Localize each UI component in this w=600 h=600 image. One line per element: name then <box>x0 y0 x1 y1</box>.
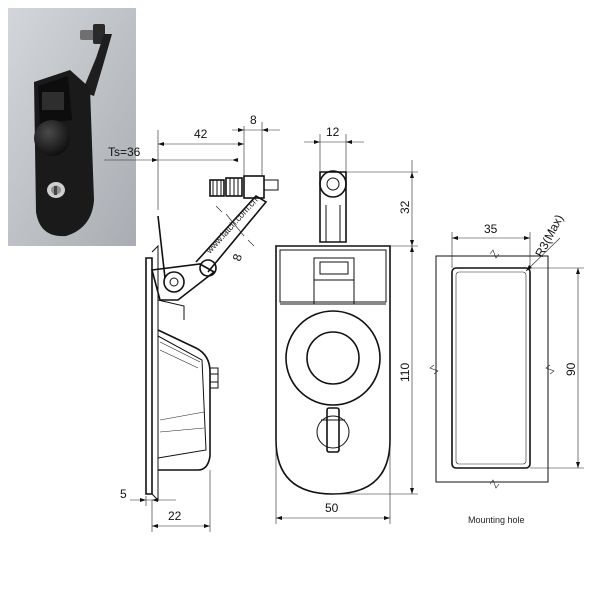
dim-8-angle: 8 <box>230 252 246 263</box>
side-view-dimensions: 42 8 Ts=36 8 5 22 <box>104 113 280 532</box>
engraving-text: www.latch.com.cn <box>203 195 259 256</box>
dim-90: 90 <box>564 362 578 376</box>
dim-22: 22 <box>168 509 182 523</box>
dim-35: 35 <box>484 222 498 236</box>
dim-8-top: 8 <box>250 113 257 127</box>
dim-12: 12 <box>326 125 340 139</box>
side-view: www.latch.com.cn <box>145 175 279 502</box>
dim-32: 32 <box>398 200 412 214</box>
mounting-hole-dimensions: 35 R3(Max) 90 Mounting hole <box>451 212 584 525</box>
mounting-hole-caption: Mounting hole <box>468 515 525 525</box>
product-photo <box>8 8 136 246</box>
front-view-dimensions: 12 32 110 50 <box>275 125 418 524</box>
dim-50: 50 <box>325 501 339 515</box>
dim-ts: Ts=36 <box>108 145 141 159</box>
dim-r3: R3(Max) <box>532 212 566 259</box>
front-view <box>275 170 391 495</box>
dim-110: 110 <box>398 363 412 382</box>
dim-42: 42 <box>194 127 208 141</box>
dim-5: 5 <box>120 487 127 501</box>
mounting-hole-view <box>429 249 555 489</box>
